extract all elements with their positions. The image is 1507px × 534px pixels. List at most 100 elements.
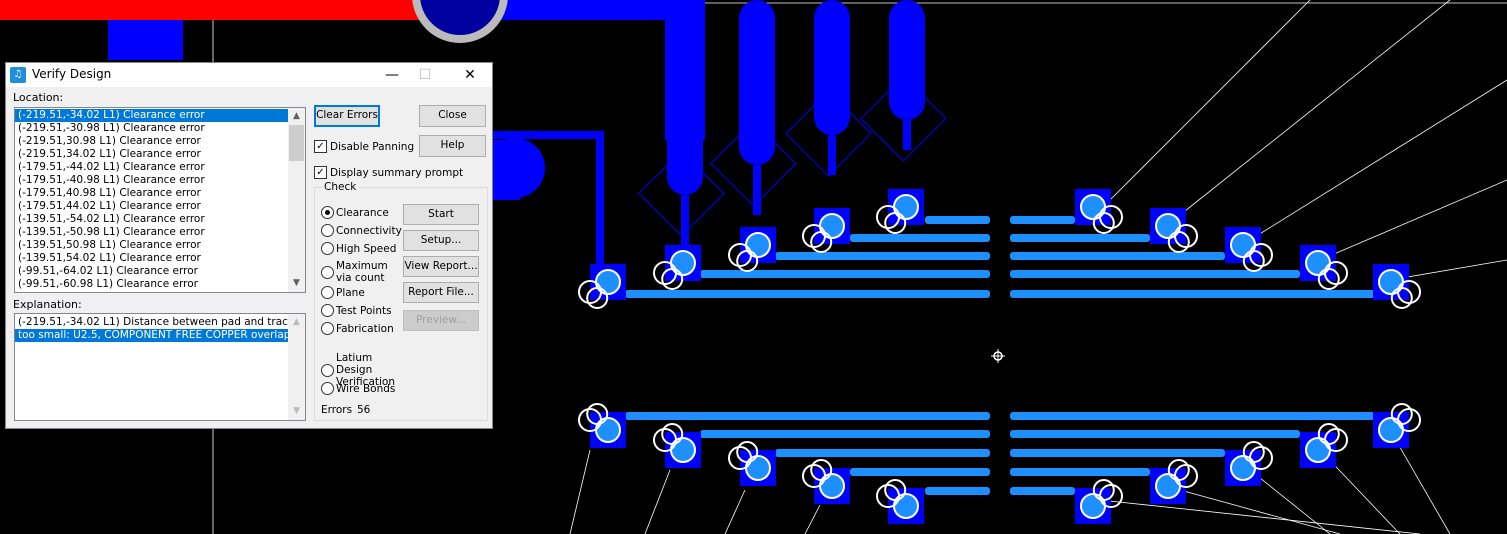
title-bar[interactable]: ♫ Verify Design — ☐ ✕ xyxy=(6,63,492,87)
location-item[interactable]: (-219.51,-34.02 L1) Clearance error xyxy=(15,109,289,122)
location-item[interactable]: (-139.51,-54.02 L1) Clearance error xyxy=(18,213,205,225)
track xyxy=(828,135,836,175)
explanation-box[interactable]: (-219.51,-34.02 L1) Distance between pad… xyxy=(14,313,306,421)
ratsnest-line xyxy=(569,449,591,534)
errors-count: 56 xyxy=(357,404,371,416)
location-item[interactable]: (-179.51,-44.02 L1) Clearance error xyxy=(18,161,205,173)
check-radio-test-points[interactable]: Test Points xyxy=(321,304,392,317)
track xyxy=(889,0,925,120)
display-summary-label: Display summary prompt xyxy=(330,166,464,179)
error-marker xyxy=(661,268,684,290)
check-radio-plane[interactable]: Plane xyxy=(321,286,365,299)
app-icon: ♫ xyxy=(10,67,26,83)
track xyxy=(700,270,990,278)
explanation-scrollbar[interactable]: ▲ ▼ xyxy=(288,314,305,420)
check-radio-fabrication[interactable]: Fabrication xyxy=(321,322,394,335)
radio-label: Maximum via count xyxy=(336,260,388,284)
disable-panning-label: Disable Panning xyxy=(330,140,415,153)
minimize-button[interactable]: — xyxy=(385,67,399,83)
location-item[interactable]: (-139.51,50.98 L1) Clearance error xyxy=(18,239,201,251)
error-marker xyxy=(1099,484,1123,508)
radio-icon xyxy=(321,304,334,317)
radio-label: Clearance xyxy=(336,206,389,219)
error-marker xyxy=(578,408,602,432)
radio-label: Connectivity xyxy=(336,224,402,237)
location-item[interactable]: (-219.51,34.02 L1) Clearance error xyxy=(18,148,201,160)
check-icon: ✓ xyxy=(314,166,327,179)
help-button[interactable]: Help xyxy=(419,135,486,157)
location-label: Location: xyxy=(13,91,64,104)
error-marker xyxy=(1397,408,1421,432)
location-item[interactable]: (-179.51,44.02 L1) Clearance error xyxy=(18,200,201,212)
track xyxy=(1010,270,1300,278)
scroll-up-icon[interactable]: ▲ xyxy=(293,111,300,121)
close-icon[interactable]: ✕ xyxy=(464,67,476,83)
top-layer-track xyxy=(0,0,430,20)
origin-crosshair xyxy=(991,349,1005,363)
ratsnest-line xyxy=(1179,489,1341,534)
clear-errors-button[interactable]: Clear Errors xyxy=(314,105,380,127)
location-item[interactable]: (-99.51,-60.98 L1) Clearance error xyxy=(18,278,198,290)
disable-panning-checkbox[interactable]: ✓Disable Panning xyxy=(314,140,414,153)
location-item[interactable]: (-179.51,40.98 L1) Clearance error xyxy=(18,187,201,199)
check-radio-clearance[interactable]: Clearance xyxy=(321,206,389,219)
track xyxy=(1010,468,1150,476)
close-button[interactable]: Close xyxy=(419,105,486,127)
error-marker xyxy=(595,417,621,443)
error-marker xyxy=(1155,213,1181,239)
ratsnest-line xyxy=(1109,0,1311,201)
location-item[interactable]: (-219.51,30.98 L1) Clearance error xyxy=(18,135,201,147)
error-marker xyxy=(1080,194,1106,220)
error-marker xyxy=(1378,417,1404,443)
keepout-outline xyxy=(710,120,797,207)
error-marker xyxy=(1242,250,1265,272)
errors-label: Errors xyxy=(321,404,353,416)
location-item[interactable]: (-139.51,-50.98 L1) Clearance error xyxy=(18,226,205,238)
error-marker xyxy=(893,493,919,519)
error-marker xyxy=(1390,403,1413,425)
ratsnest-line xyxy=(1099,499,1421,534)
location-item[interactable]: (-179.51,-40.98 L1) Clearance error xyxy=(18,174,205,186)
track xyxy=(108,20,183,60)
location-item[interactable]: (-139.51,54.02 L1) Clearance error xyxy=(18,252,201,264)
location-list[interactable]: (-219.51,-34.02 L1) Clearance error(-219… xyxy=(14,107,306,293)
track xyxy=(1010,252,1225,260)
check-radio-wire-bonds[interactable]: Wire Bonds xyxy=(321,382,395,395)
scroll-thumb[interactable] xyxy=(289,125,304,161)
check-radio-high-speed[interactable]: High Speed xyxy=(321,242,396,255)
location-item[interactable]: (-99.51,-64.02 L1) Clearance error xyxy=(18,265,198,277)
report-file-button[interactable]: Report File... xyxy=(403,282,479,303)
scroll-down-icon: ▼ xyxy=(293,406,300,416)
check-radio-latium-design-verification[interactable]: Latium Design Verification xyxy=(321,352,401,388)
setup-button[interactable]: Setup... xyxy=(403,230,479,251)
start-button[interactable]: Start xyxy=(403,204,479,225)
error-marker xyxy=(595,269,621,295)
view-report-button[interactable]: View Report... xyxy=(403,256,479,277)
location-scrollbar[interactable]: ▲ ▼ xyxy=(288,108,305,292)
error-marker xyxy=(1155,473,1181,499)
check-radio-connectivity[interactable]: Connectivity xyxy=(321,224,402,237)
radio-label: Test Points xyxy=(336,304,392,317)
radio-label: Latium Design Verification xyxy=(336,352,395,388)
scroll-up-icon: ▲ xyxy=(293,317,300,327)
radio-icon xyxy=(321,224,334,237)
error-marker xyxy=(745,455,771,481)
track xyxy=(1010,234,1150,242)
ratsnest-line xyxy=(804,504,821,534)
track xyxy=(1010,487,1075,495)
radio-icon xyxy=(321,265,334,279)
verify-design-dialog: ♫ Verify Design — ☐ ✕ Location: (-219.51… xyxy=(5,62,493,429)
error-marker xyxy=(802,464,826,488)
track xyxy=(625,290,990,298)
scroll-down-icon[interactable]: ▼ xyxy=(293,278,300,288)
error-marker xyxy=(1305,250,1331,276)
check-radio-maximum-via-count[interactable]: Maximum via count xyxy=(321,260,401,284)
error-marker xyxy=(728,243,752,267)
track xyxy=(925,216,990,224)
track xyxy=(850,468,990,476)
location-item[interactable]: (-219.51,-30.98 L1) Clearance error xyxy=(18,122,205,134)
error-marker xyxy=(819,473,845,499)
error-marker xyxy=(802,224,826,248)
display-summary-checkbox[interactable]: ✓Display summary prompt xyxy=(314,166,463,179)
